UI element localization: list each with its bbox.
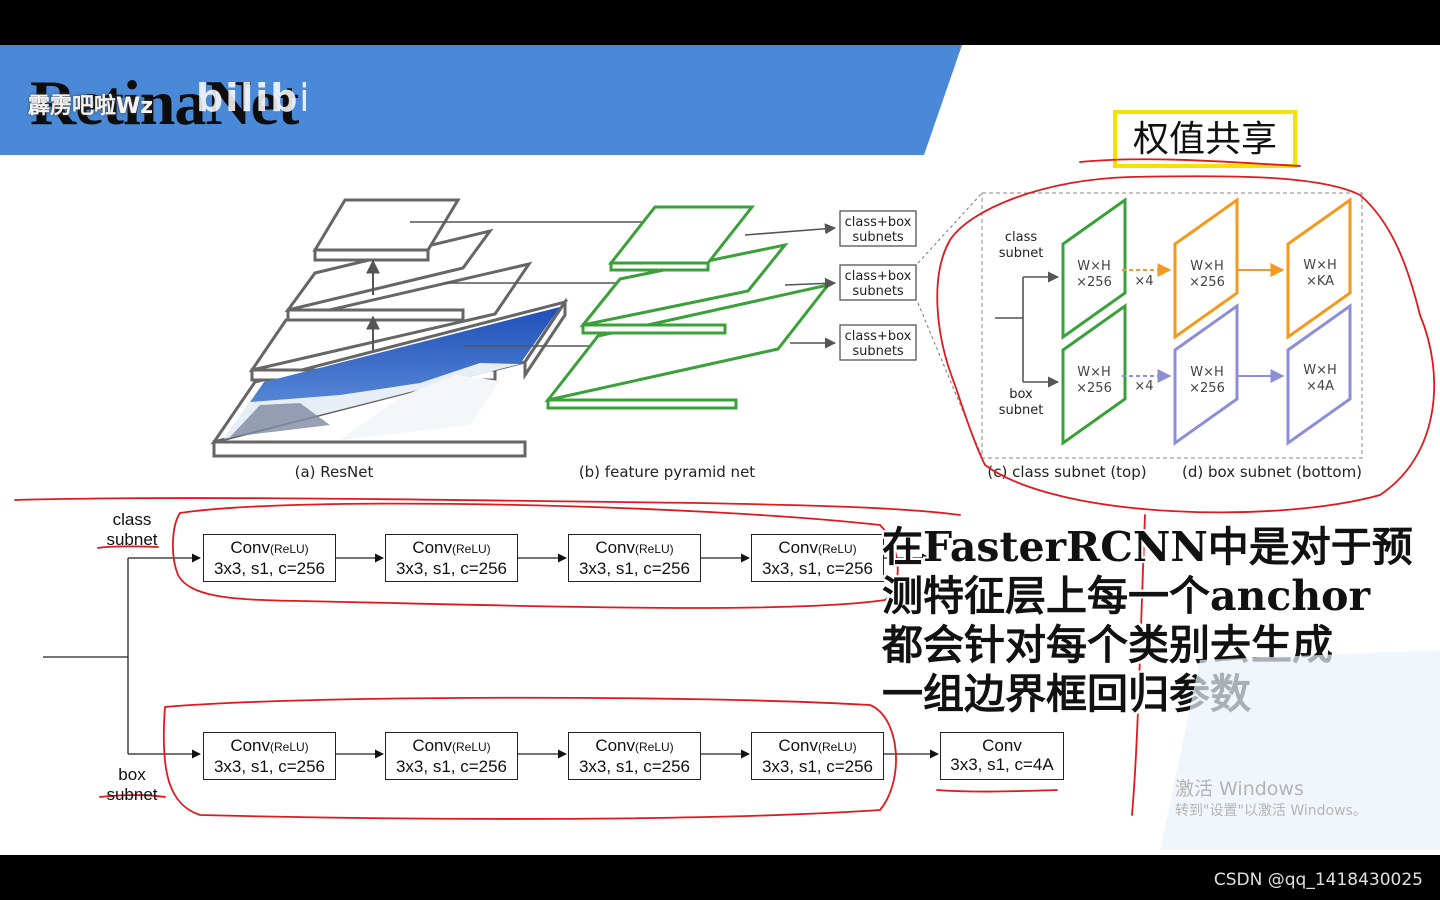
box-block-3-label: W×H×4A — [1303, 363, 1337, 394]
conv-spec: 3x3, s1, c=256 — [578, 559, 691, 578]
slide-title: RetinaNet — [30, 67, 299, 138]
conv-spec: 3x3, s1, c=256 — [761, 559, 874, 578]
class-block-3-label: W×H×KA — [1303, 258, 1337, 289]
box-final-conv-box: Conv 3x3, s1, c=4A — [940, 732, 1064, 780]
conv-activation: (ReLU) — [270, 740, 309, 754]
video-bottom-bar: CSDN @qq_1418430025 — [0, 855, 1440, 900]
conv-spec: 3x3, s1, c=4A — [950, 755, 1054, 774]
box-block-1-label: W×H×256 — [1076, 365, 1112, 396]
conv-spec: 3x3, s1, c=256 — [761, 757, 874, 776]
slide: RetinaNet 霹雳吧啦Wz bilibili 权值共享 — [0, 45, 1440, 855]
conv-name: Conv — [230, 736, 270, 755]
box-conv-box-1: Conv(ReLU) 3x3, s1, c=256 — [203, 732, 336, 780]
class-subnet-caption: (c) class subnet (top) — [987, 463, 1146, 481]
class-conv-box-1: Conv(ReLU) 3x3, s1, c=256 — [203, 534, 336, 582]
class-conv-box-3: Conv(ReLU) 3x3, s1, c=256 — [568, 534, 701, 582]
windows-activation-title: 激活 Windows — [1175, 778, 1304, 800]
conv-spec: 3x3, s1, c=256 — [395, 559, 508, 578]
conv-name: Conv — [230, 538, 270, 557]
box-conv-box-2: Conv(ReLU) 3x3, s1, c=256 — [385, 732, 518, 780]
title-banner — [0, 45, 962, 155]
conv-activation: (ReLU) — [635, 740, 674, 754]
conv-activation: (ReLU) — [635, 542, 674, 556]
class-conv-box-4: Conv(ReLU) 3x3, s1, c=256 — [751, 534, 884, 582]
fpn-pyramid — [544, 205, 832, 410]
conv-spec: 3x3, s1, c=256 — [578, 757, 691, 776]
bottom-box-label-text: box — [118, 765, 146, 784]
box-repeat-label: ×4 — [1134, 379, 1153, 394]
class-conv-box-2: Conv(ReLU) 3x3, s1, c=256 — [385, 534, 518, 582]
conv-name: Conv — [778, 538, 818, 557]
conv-activation: (ReLU) — [452, 542, 491, 556]
subnet-detail-panel — [981, 192, 1363, 459]
conv-name: Conv — [778, 736, 818, 755]
conv-name: Conv — [595, 736, 635, 755]
csdn-credit: CSDN @qq_1418430025 — [1213, 870, 1423, 890]
watermark-username: 霹雳吧啦Wz — [28, 94, 154, 119]
class-block-1-label: W×H×256 — [1076, 259, 1112, 290]
conv-activation: (ReLU) — [270, 542, 309, 556]
bottom-class-label-text-2: subnet — [106, 530, 158, 549]
bottom-box-subnet-label: box subnet — [100, 765, 164, 805]
conv-spec: 3x3, s1, c=256 — [395, 757, 508, 776]
resnet-caption: (a) ResNet — [295, 463, 374, 481]
bottom-box-label-text-2: subnet — [106, 785, 158, 804]
conv-activation: (ReLU) — [452, 740, 491, 754]
box-conv-box-3: Conv(ReLU) 3x3, s1, c=256 — [568, 732, 701, 780]
windows-activation-shape — [1160, 650, 1440, 850]
class-block-2-label: W×H×256 — [1189, 259, 1225, 290]
conv-activation: (ReLU) — [818, 740, 857, 754]
box-block-2-label: W×H×256 — [1189, 365, 1225, 396]
input-photo — [224, 307, 560, 440]
bottom-class-label-text: class — [112, 510, 152, 529]
bottom-class-subnet-label: class subnet — [100, 510, 164, 550]
box-subnet-caption: (d) box subnet (bottom) — [1182, 463, 1362, 481]
conv-spec: 3x3, s1, c=256 — [213, 559, 326, 578]
fpn-caption: (b) feature pyramid net — [579, 463, 755, 481]
class-repeat-label: ×4 — [1134, 274, 1153, 289]
conv-name: Conv — [412, 538, 452, 557]
conv-spec: 3x3, s1, c=256 — [213, 757, 326, 776]
weight-sharing-label: 权值共享 — [1132, 119, 1277, 160]
conv-activation: (ReLU) — [818, 542, 857, 556]
conv-name: Conv — [412, 736, 452, 755]
conv-name: Conv — [982, 736, 1022, 755]
box-conv-box-4: Conv(ReLU) 3x3, s1, c=256 — [751, 732, 884, 780]
weight-sharing-note: 权值共享 — [1113, 110, 1297, 168]
conv-name: Conv — [595, 538, 635, 557]
windows-activation-hint: 转到"设置"以激活 Windows。 — [1175, 803, 1367, 819]
